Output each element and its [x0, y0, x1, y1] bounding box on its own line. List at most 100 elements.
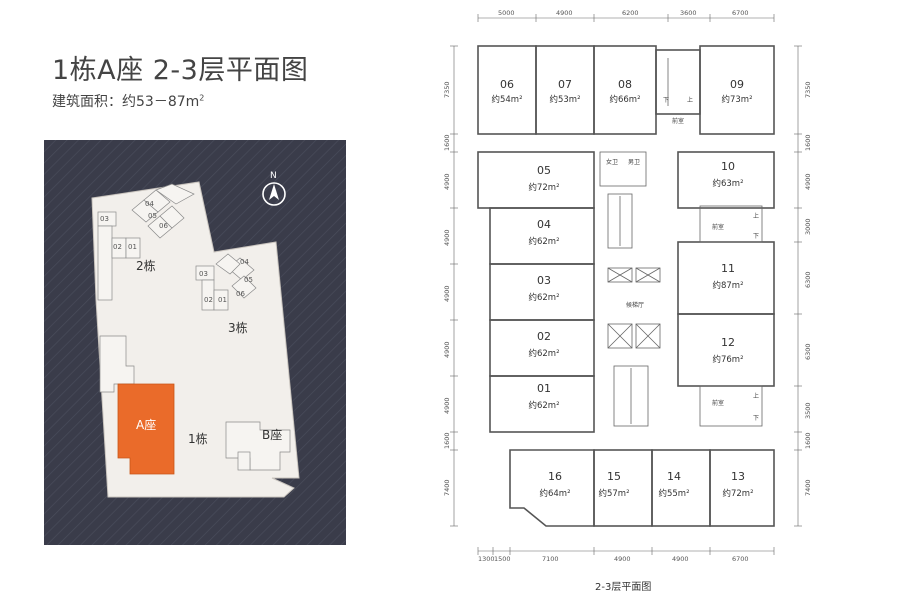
- unit-number: 15: [607, 470, 621, 483]
- unit-number: 06: [500, 78, 514, 91]
- unit-area: 约73m²: [721, 94, 752, 105]
- unit-area: 约62m²: [528, 236, 559, 247]
- left-dimensions: 7350 1600 4900 4900 4900 4900 4900 1600 …: [443, 81, 451, 496]
- b2-unit-label: 03: [100, 215, 109, 223]
- right-dim: 6300: [804, 343, 812, 360]
- left-dim: 1600: [443, 432, 451, 449]
- zone-a-highlight: [117, 383, 175, 475]
- stair-up: 上: [753, 212, 759, 220]
- unit-number: 03: [537, 274, 551, 287]
- room-front-room: 前室: [672, 117, 684, 125]
- unit-area: 约66m²: [609, 94, 640, 105]
- site-plan: 03 02 01 04 05 06 2栋 03 02 01 04 05 06 3…: [44, 140, 346, 545]
- right-dim: 7350: [804, 81, 812, 98]
- top-dimensions: 5000 4900 6200 3600 6700: [498, 9, 749, 17]
- left-dim: 1600: [443, 134, 451, 151]
- north-arrow-icon: N: [262, 171, 286, 206]
- page-title: 1栋A座 2-3层平面图: [52, 55, 309, 86]
- right-dim: 1600: [804, 432, 812, 449]
- stair-down: 下: [663, 97, 669, 104]
- building-area: 建筑面积：约53－87m2: [52, 91, 204, 111]
- right-dim: 3000: [804, 218, 812, 235]
- room-male-wc: 男卫: [628, 159, 640, 166]
- building-2: [97, 183, 195, 301]
- b3-unit-label: 04: [240, 258, 249, 266]
- room-labels: 前室 前室 前室 女卫 男卫 候梯厅 上 下 上 下 上 下: [606, 96, 759, 422]
- top-dim: 6200: [622, 9, 639, 17]
- right-dim: 7400: [804, 479, 812, 496]
- bottom-dimensions: 1300 1500 7100 4900 4900 6700: [478, 555, 749, 562]
- left-dim: 7400: [443, 479, 451, 496]
- bottom-dim: 6700: [732, 555, 749, 562]
- zone-a-label: A座: [136, 417, 156, 432]
- right-dim: 6300: [804, 271, 812, 288]
- left-dim: 4900: [443, 397, 451, 414]
- unit-area: 约62m²: [528, 292, 559, 303]
- top-dim: 5000: [498, 9, 515, 17]
- unit-number: 01: [537, 382, 551, 395]
- dimension-lines: [450, 14, 802, 555]
- unit-number: 07: [558, 78, 572, 91]
- b3-unit-label: 06: [236, 290, 245, 298]
- unit-number: 16: [548, 470, 562, 483]
- stair-up: 上: [753, 392, 759, 400]
- left-dim: 4900: [443, 173, 451, 190]
- unit-area: 约54m²: [491, 94, 522, 105]
- floor-plan: 5000 4900 6200 3600 6700 1300 1500 7100 …: [443, 9, 812, 562]
- zone-b-label: B座: [262, 427, 282, 442]
- b2-unit-label: 06: [159, 222, 168, 230]
- bottom-dim: 7100: [542, 555, 559, 562]
- unit-number: 13: [731, 470, 745, 483]
- right-dim: 4900: [804, 173, 812, 190]
- b3-unit-label: 03: [199, 270, 208, 278]
- unit-area: 约55m²: [658, 488, 689, 499]
- bottom-dim: 1500: [494, 555, 511, 562]
- building-1-label: 1栋: [188, 431, 208, 446]
- unit-number: 09: [730, 78, 744, 91]
- b2-unit-label: 05: [148, 212, 157, 220]
- unit-area: 约72m²: [722, 488, 753, 499]
- room-front-room: 前室: [712, 399, 724, 407]
- left-dim: 4900: [443, 229, 451, 246]
- building-2-label: 2栋: [136, 258, 156, 273]
- left-dim: 4900: [443, 285, 451, 302]
- stair-down: 下: [753, 415, 759, 422]
- bottom-dim: 4900: [672, 555, 689, 562]
- b3-unit-label: 05: [244, 276, 253, 284]
- bottom-dim: 1300: [478, 555, 495, 562]
- unit-area: 约62m²: [528, 348, 559, 359]
- unit-area: 约64m²: [539, 488, 570, 499]
- b2-unit-label: 02: [113, 243, 122, 251]
- right-dim: 1600: [804, 134, 812, 151]
- b2-unit-label: 04: [145, 200, 154, 208]
- b2-unit-label: 01: [128, 243, 137, 251]
- unit-number: 11: [721, 262, 735, 275]
- building-3-unit-labels: 03 02 01 04 05 06: [199, 258, 253, 304]
- unit-area: 约57m²: [598, 488, 629, 499]
- unit-area: 约76m²: [712, 354, 743, 365]
- unit-area: 约53m²: [549, 94, 580, 105]
- room-elevator-hall: 候梯厅: [626, 301, 644, 309]
- unit-area: 约72m²: [528, 182, 559, 193]
- unit-number: 10: [721, 160, 735, 173]
- building-2-unit-labels: 03 02 01 04 05 06: [100, 200, 168, 251]
- room-female-wc: 女卫: [606, 158, 618, 166]
- unit-areas: 约54m² 约53m² 约66m² 约73m² 约72m² 约63m² 约62m…: [491, 94, 753, 499]
- north-label: N: [270, 171, 277, 181]
- b3-unit-label: 01: [218, 296, 227, 304]
- top-dim: 6700: [732, 9, 749, 17]
- building-3-label: 3栋: [228, 320, 248, 335]
- area-unit-superscript: 2: [199, 93, 205, 103]
- unit-area: 约62m²: [528, 400, 559, 411]
- top-dim: 3600: [680, 9, 697, 17]
- b3-unit-label: 02: [204, 296, 213, 304]
- unit-number: 14: [667, 470, 681, 483]
- unit-number: 04: [537, 218, 551, 231]
- unit-number: 12: [721, 336, 735, 349]
- right-dimensions: 7350 1600 4900 3000 6300 6300 3500 1600 …: [804, 81, 812, 496]
- unit-number: 08: [618, 78, 632, 91]
- unit-number: 05: [537, 164, 551, 177]
- building-1: [99, 335, 291, 471]
- unit-numbers: 06 07 08 09 05 10 04 11 03 02 12 01 16 1…: [500, 78, 745, 483]
- right-dim: 3500: [804, 402, 812, 419]
